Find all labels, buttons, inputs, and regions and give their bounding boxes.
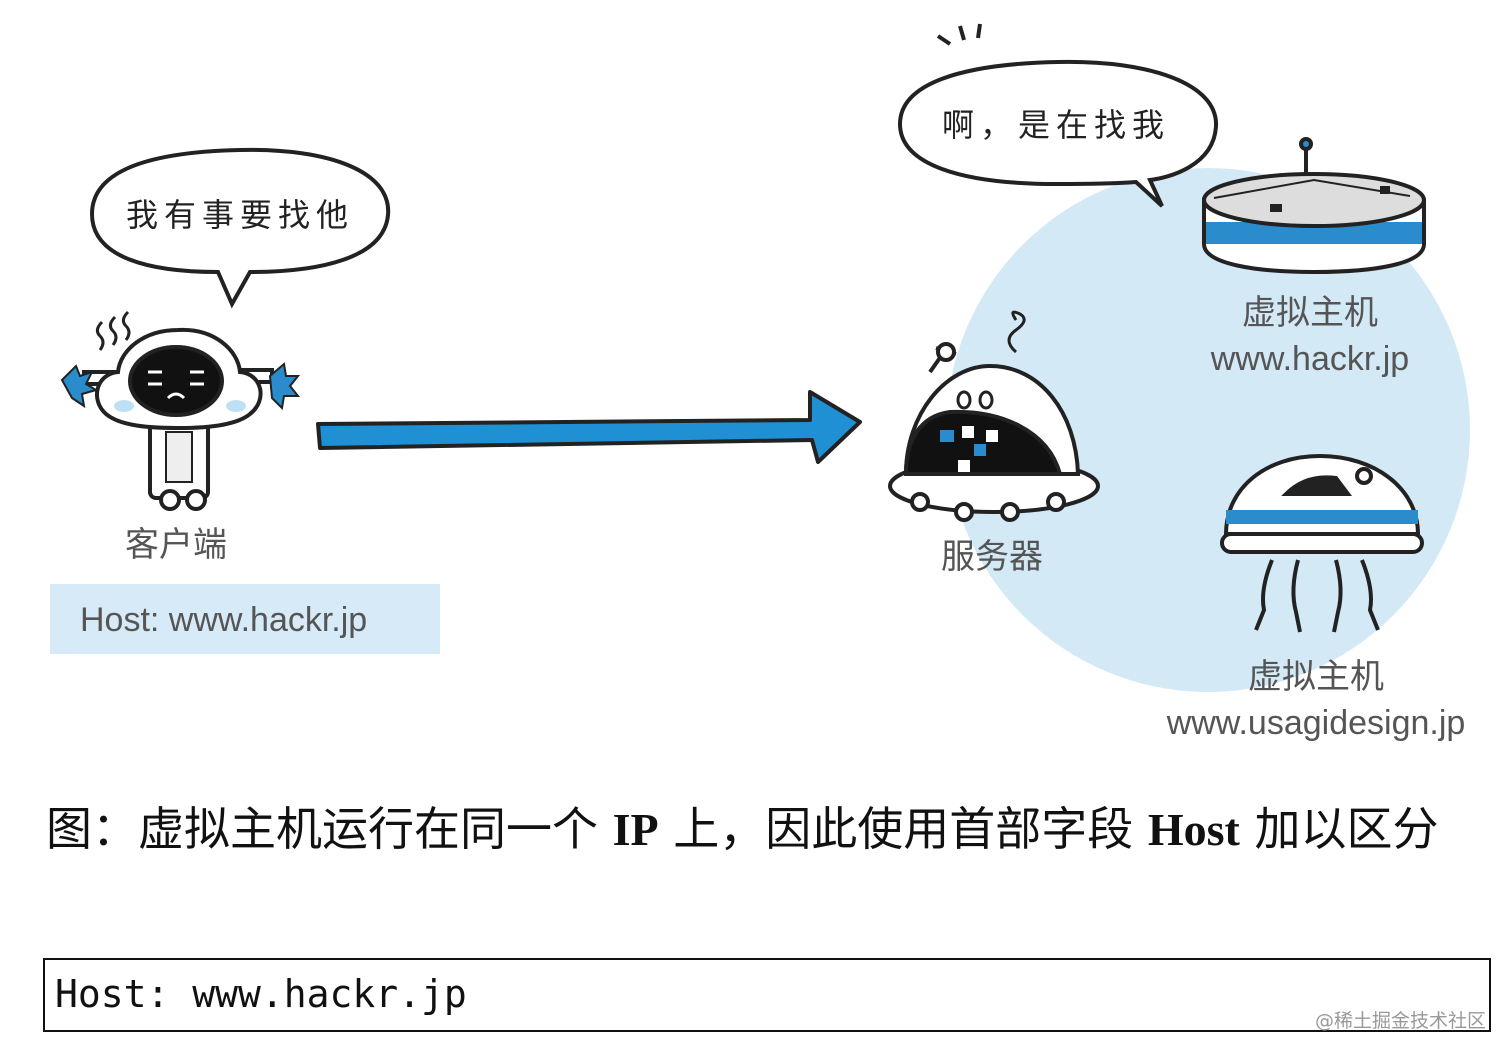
server-label: 服务器 [941, 538, 1043, 576]
illustration: 我有事要找他 客户端 Host: www.hackr.jp 啊，是在找我 [50, 23, 1470, 742]
client-label: 客户端 [125, 526, 227, 564]
virtual-host-2-label: 虚拟主机 [1248, 658, 1384, 696]
caption-part-3: 加以区分 [1239, 802, 1439, 856]
caption-part-1: 图：虚拟主机运行在同一个 [46, 802, 613, 856]
virtual-host-disk-icon [1202, 137, 1426, 275]
client-robot-icon [60, 310, 301, 511]
watermark: @稀土掘金技术社区 [1314, 1010, 1486, 1032]
client-speech-text: 我有事要找他 [126, 196, 354, 234]
code-sample-box: Host: www.hackr.jp [43, 958, 1491, 1032]
server-robot-icon [888, 310, 1100, 522]
figure-caption: 图：虚拟主机运行在同一个 IP 上，因此使用首部字段 Host 加以区分 [46, 800, 1466, 859]
server-area-circle [946, 168, 1470, 692]
client-speech-bubble: 我有事要找他 [89, 147, 391, 309]
caption-ip: IP [612, 804, 659, 855]
virtual-host-dome-icon [1220, 453, 1424, 633]
virtual-host-1-domain: www.hackr.jp [1210, 340, 1409, 378]
server-speech-bubble: 啊，是在找我 [897, 23, 1219, 208]
virtual-host-2-domain: www.usagidesign.jp [1166, 704, 1466, 742]
virtual-host-1-label: 虚拟主机 [1242, 294, 1378, 332]
server-speech-text: 啊，是在找我 [942, 106, 1170, 144]
host-header-box [50, 584, 440, 654]
host-header-text: Host: www.hackr.jp [80, 601, 367, 639]
code-sample-text: Host: www.hackr.jp [55, 972, 467, 1016]
request-arrow [316, 390, 862, 464]
caption-host: Host [1147, 804, 1240, 855]
caption-part-2: 上，因此使用首部字段 [658, 802, 1148, 856]
